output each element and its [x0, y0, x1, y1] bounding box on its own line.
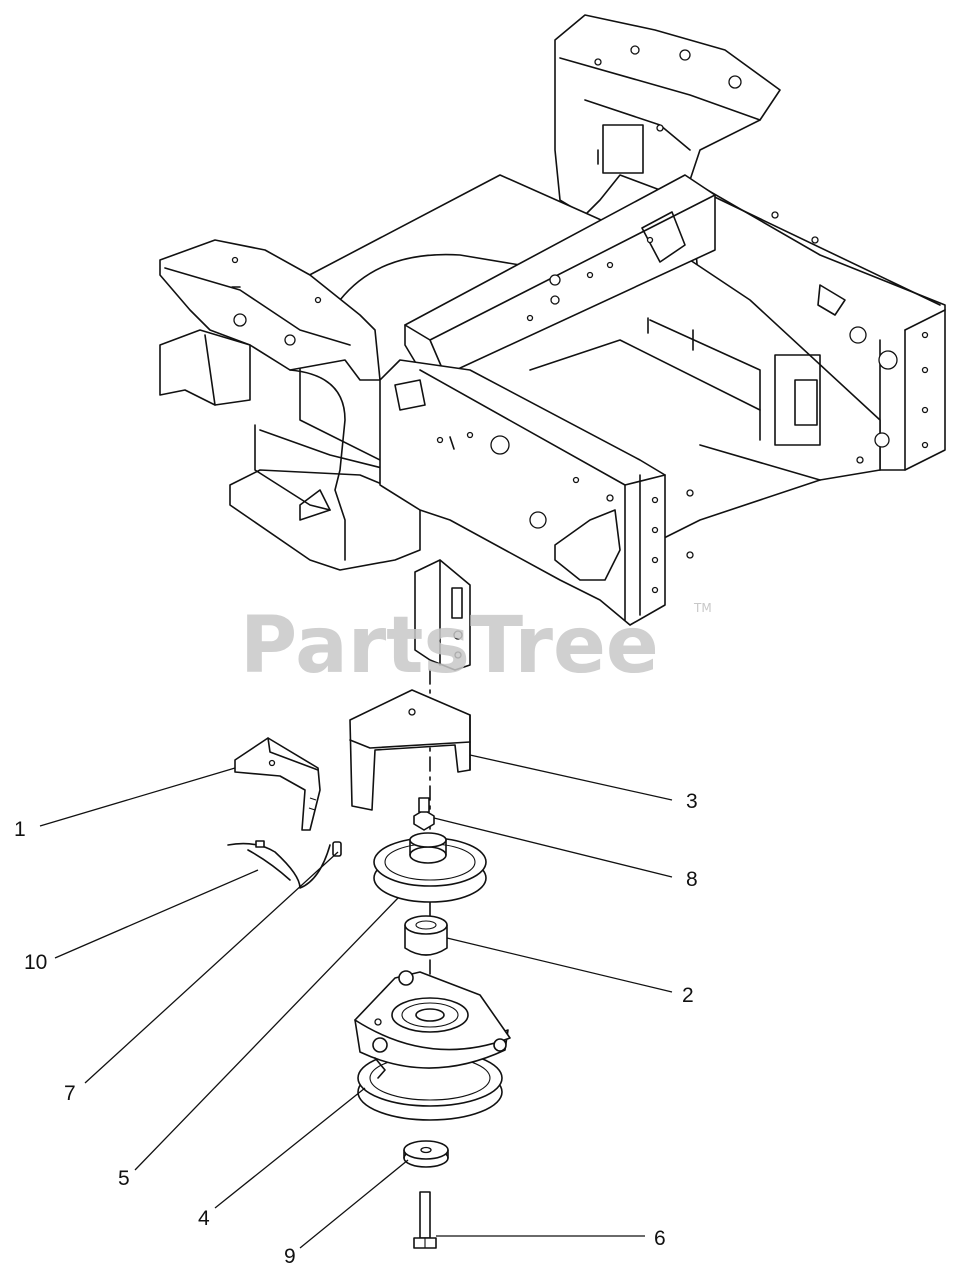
part-connector	[332, 841, 342, 857]
callout-6: 6	[654, 1227, 666, 1250]
part-washer	[403, 1140, 449, 1168]
part-cable-tie	[227, 840, 331, 889]
callout-10: 10	[24, 951, 47, 974]
part-clutch-bracket	[349, 689, 471, 811]
watermark: PartsTree TM	[240, 601, 712, 691]
part-nut	[413, 797, 435, 831]
frame-assembly	[159, 14, 946, 976]
part-idler-pulley	[373, 832, 487, 903]
watermark-text: PartsTree	[240, 601, 659, 691]
callout-7: 7	[64, 1082, 76, 1105]
watermark-tm: TM	[693, 601, 712, 615]
callout-3: 3	[686, 790, 698, 813]
part-bracket	[234, 737, 321, 831]
part-electric-clutch	[354, 970, 511, 1121]
callout-8: 8	[686, 868, 698, 891]
leader-lines	[39, 754, 673, 1249]
callout-5: 5	[118, 1167, 130, 1190]
callout-4: 4	[198, 1207, 210, 1230]
part-spacer	[404, 915, 448, 956]
callout-2: 2	[682, 984, 694, 1007]
callout-9: 9	[284, 1245, 296, 1268]
callout-1: 1	[14, 818, 26, 841]
callout-labels: 1 2 3 4 5 6 7 8 9 10	[14, 790, 698, 1268]
part-bolt	[413, 1191, 437, 1249]
